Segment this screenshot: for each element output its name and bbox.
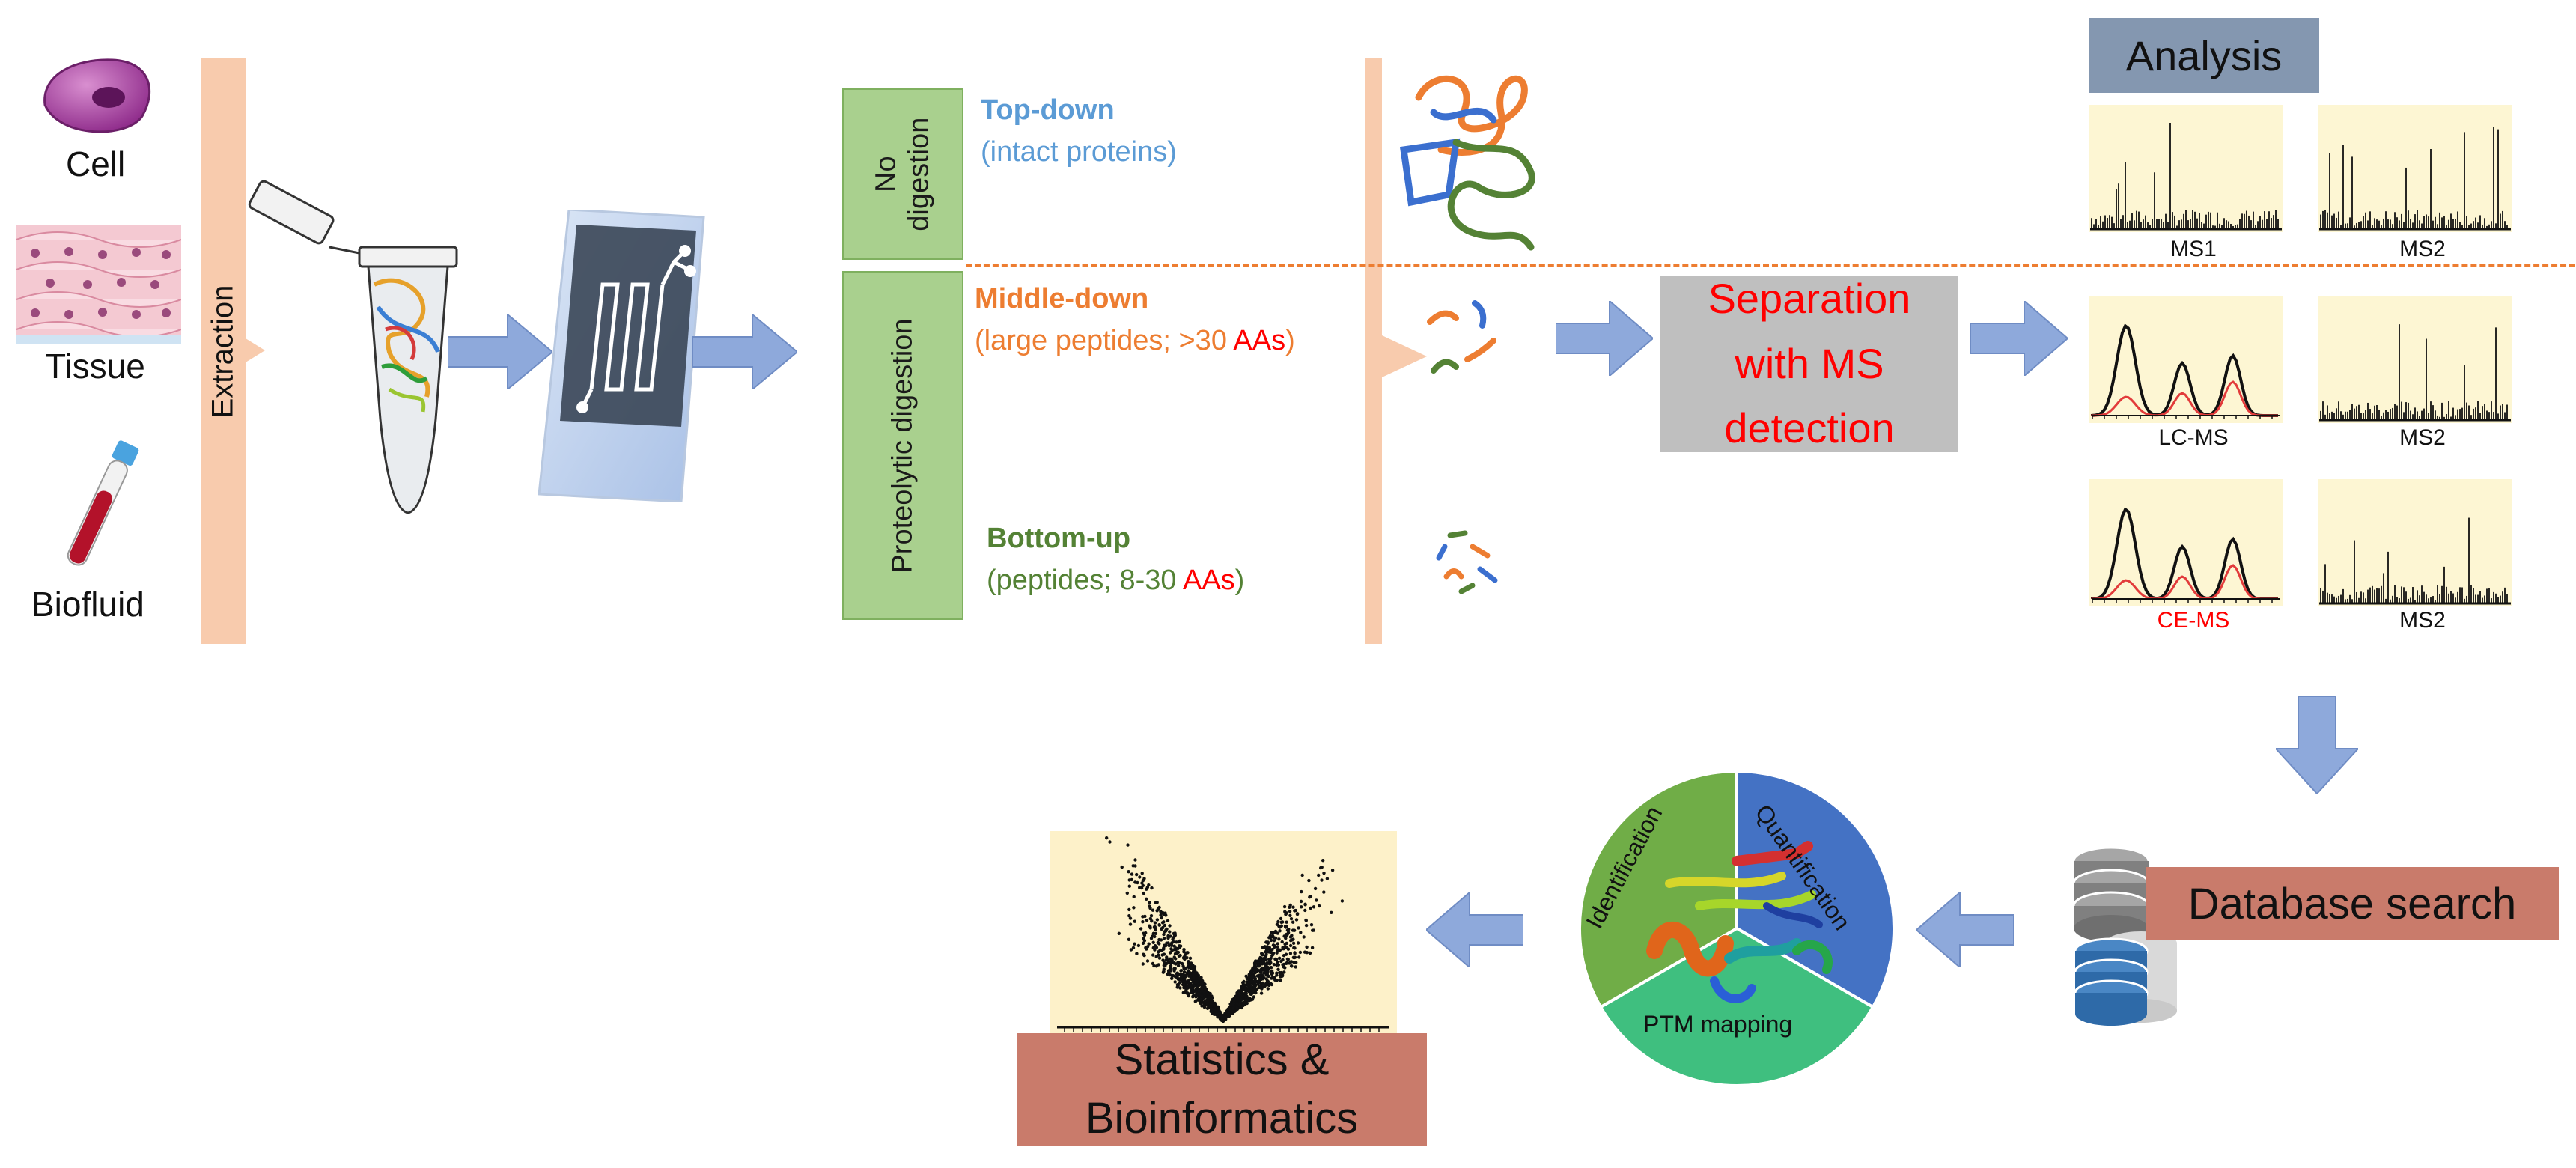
middle-down-detail-aas: AAs — [1233, 325, 1286, 356]
proteolytic-digestion-label: Proteolytic digestion — [886, 317, 919, 574]
bottom-up-detail: (peptides; 8-30 AAs) — [987, 565, 1244, 597]
arrow-right-icon — [692, 314, 797, 389]
no-digestion-box: No digestion — [842, 88, 963, 260]
small-peptides-icon — [1436, 530, 1498, 594]
middle-down-title: Middle-down — [975, 283, 1149, 314]
cell-icon — [43, 58, 151, 133]
cell-label: Cell — [66, 145, 126, 183]
ms-caption-2: MS2 — [2399, 237, 2446, 261]
top-down-title: Top-down — [981, 94, 1115, 126]
middle-down-detail-text: (large peptides; >30 — [975, 325, 1234, 356]
middle-down-detail: (large peptides; >30 AAs) — [975, 325, 1295, 357]
proteolytic-digestion-box: Proteolytic digestion — [842, 271, 963, 620]
volcano-plot-icon — [1050, 831, 1397, 1033]
ms-caption-3: LC-MS — [2158, 425, 2229, 450]
extraction-bar: Extraction — [201, 58, 246, 644]
extraction-arrow-icon — [246, 338, 265, 362]
ms-caption-1: MS1 — [2170, 237, 2217, 261]
arrow-left-icon — [1916, 892, 2014, 967]
arrow-left-icon — [1426, 892, 1523, 967]
ms-caption-6: MS2 — [2399, 608, 2446, 633]
database-search-box: Database search — [2146, 867, 2559, 940]
separation-label: Separation with MS detection — [1708, 274, 1911, 452]
statistics-box: Statistics & Bioinformatics — [1017, 1033, 1427, 1146]
protein-structure-icon — [1646, 841, 1833, 1003]
ms-panel — [2089, 296, 2283, 423]
microfluidic-chip-icon — [538, 210, 705, 502]
database-search-label: Database search — [2187, 879, 2517, 928]
pie-slice-ptm-mapping — [1598, 926, 1875, 1087]
ms-panel — [2318, 105, 2512, 232]
bottom-up-detail-text: (peptides; 8-30 — [987, 565, 1183, 596]
peptide-fragments-icon — [1427, 300, 1496, 374]
ms-panel — [2318, 479, 2512, 606]
intact-protein-icon — [1399, 75, 1535, 251]
arrow-right-icon — [1556, 301, 1653, 376]
ms-panel — [2089, 479, 2283, 606]
extraction-label: Extraction — [206, 285, 240, 418]
arrow-right-icon — [1970, 301, 2068, 376]
bottom-up-detail-aas: AAs — [1182, 565, 1235, 596]
dashed-divider — [966, 264, 2575, 267]
ms-caption-5: CE-MS — [2157, 608, 2230, 633]
ms-panel — [2089, 105, 2283, 232]
top-down-detail: (intact proteins) — [981, 136, 1177, 168]
pie-label-ptm-mapping: PTM mapping — [1643, 1011, 1793, 1038]
microcentrifuge-tube-icon — [248, 180, 458, 514]
no-digestion-label: No digestion — [870, 117, 934, 231]
biofluid-label: Biofluid — [31, 585, 144, 624]
middle-down-detail-close: ) — [1285, 325, 1295, 356]
ms-spectra-grid — [2089, 105, 2512, 606]
blood-tube-icon — [67, 440, 139, 566]
collector-bar — [1365, 58, 1382, 644]
analysis-title: Analysis — [2125, 31, 2283, 79]
volcano-points — [1105, 836, 1345, 1023]
bottom-up-title: Bottom-up — [987, 523, 1131, 554]
analysis-pie — [1577, 769, 1896, 1087]
arrow-down-icon — [2276, 696, 2358, 794]
tissue-icon — [16, 225, 181, 344]
ms-panel — [2318, 296, 2512, 423]
bottom-up-detail-close: ) — [1234, 565, 1245, 596]
arrow-right-icon — [448, 314, 552, 389]
separation-box: Separation with MS detection — [1660, 275, 1958, 452]
ms-caption-4: MS2 — [2399, 425, 2446, 450]
statistics-label: Statistics & Bioinformatics — [1085, 1035, 1359, 1143]
analysis-header: Analysis — [2089, 18, 2319, 93]
collector-arrow-icon — [1382, 335, 1427, 377]
tissue-label: Tissue — [45, 347, 145, 386]
database-icon — [2072, 846, 2177, 1026]
